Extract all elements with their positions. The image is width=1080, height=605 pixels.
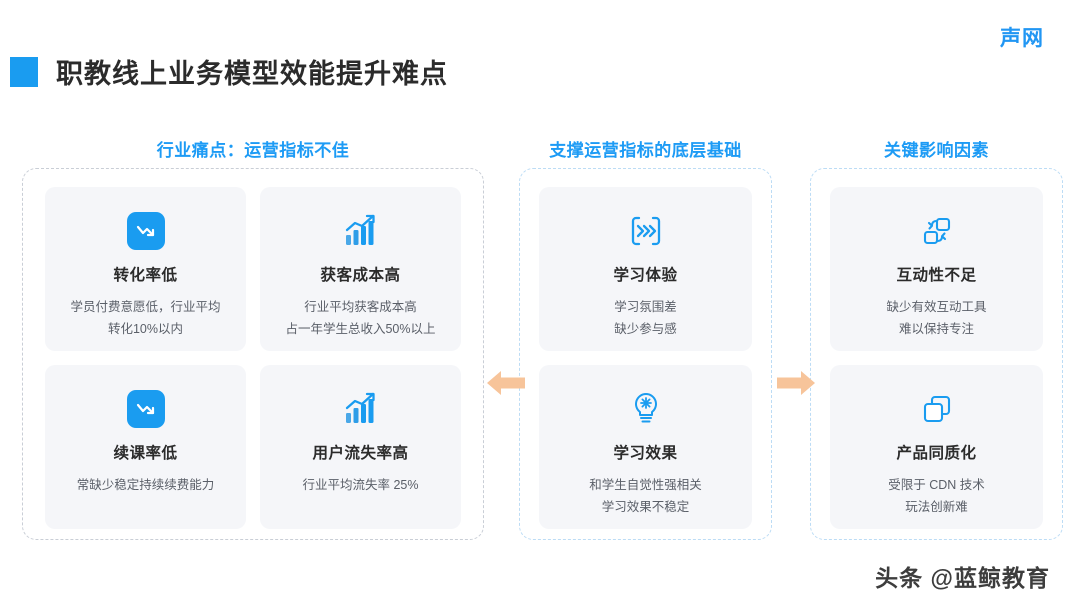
card-desc-line: 转化10%以内 [107, 321, 183, 336]
card-title: 产品同质化 [896, 445, 977, 462]
card-description: 缺少有效互动工具 难以保持专注 [878, 297, 994, 341]
card-desc-line: 行业平均获客成本高 [304, 300, 417, 314]
bar-chart-up-icon [342, 387, 380, 431]
card-interactivity[interactable]: 互动性不足 缺少有效互动工具 难以保持专注 [830, 187, 1043, 351]
card-churn-rate[interactable]: 用户流失率高 行业平均流失率 25% [260, 365, 461, 529]
trend-down-icon [126, 209, 165, 253]
card-product-homogeneity[interactable]: 产品同质化 受限于 CDN 技术 玩法创新难 [830, 365, 1043, 529]
card-desc-line: 难以保持专注 [898, 321, 974, 336]
card-acquisition-cost[interactable]: 获客成本高 行业平均获客成本高 占一年学生总收入50%以上 [260, 187, 461, 351]
arrow-left-icon [484, 365, 528, 401]
card-title: 转化率低 [113, 267, 178, 284]
card-title: 续课率低 [113, 445, 178, 462]
column-foundation: 支撑运营指标的底层基础 学习体验 学习氛围差 缺少参与感 [519, 140, 772, 540]
bar-chart-up-icon [342, 209, 380, 253]
chevrons-stream-icon [627, 209, 665, 253]
card-description: 常缺少稳定持续续费能力 [69, 475, 223, 497]
card-learning-experience[interactable]: 学习体验 学习氛围差 缺少参与感 [539, 187, 752, 351]
page-header: 职教线上业务模型效能提升难点 [10, 52, 448, 91]
card-description: 行业平均流失率 25% [295, 475, 427, 497]
card-title: 学习体验 [613, 267, 678, 284]
page-title: 职教线上业务模型效能提升难点 [56, 59, 448, 89]
card-desc-line: 学习氛围差 [614, 300, 677, 314]
diagram-board: 行业痛点：运营指标不佳 转化率低 学员付费意愿低，行业平均 转化10%以内 [0, 140, 1080, 560]
card-desc-line: 受限于 CDN 技术 [888, 478, 985, 492]
column-heading-key-factors: 关键影响因素 [884, 141, 989, 160]
card-description: 学员付费意愿低，行业平均 转化10%以内 [62, 297, 228, 341]
card-title: 学习效果 [613, 445, 678, 462]
pain-points-container: 转化率低 学员付费意愿低，行业平均 转化10%以内 [22, 168, 484, 540]
card-title: 互动性不足 [896, 267, 977, 284]
card-desc-line: 缺少有效互动工具 [886, 300, 987, 314]
column-key-factors: 关键影响因素 互动性不足 缺少有效互动工具 难以保持专注 [810, 140, 1063, 540]
card-desc-line: 缺少参与感 [614, 321, 677, 336]
card-desc-line: 学员付费意愿低，行业平均 [70, 300, 221, 314]
card-title: 获客成本高 [320, 267, 401, 284]
card-desc-line: 玩法创新难 [905, 499, 968, 514]
card-title: 用户流失率高 [312, 445, 409, 462]
interaction-swap-icon [918, 209, 956, 253]
foundation-container: 学习体验 学习氛围差 缺少参与感 [519, 168, 772, 540]
column-heading-pain-points: 行业痛点：运营指标不佳 [156, 141, 350, 160]
card-desc-line: 占一年学生总收入50%以上 [285, 321, 436, 336]
trend-down-icon [126, 387, 165, 431]
key-factors-container: 互动性不足 缺少有效互动工具 难以保持专注 产品同质化 受限于 CDN 技术 玩… [810, 168, 1063, 540]
brand-logo: 声网 [1000, 27, 1044, 50]
card-description: 受限于 CDN 技术 玩法创新难 [880, 475, 993, 519]
card-conversion-rate[interactable]: 转化率低 学员付费意愿低，行业平均 转化10%以内 [45, 187, 246, 351]
card-description: 学习氛围差 缺少参与感 [606, 297, 685, 341]
arrow-right-icon [774, 365, 818, 401]
watermark: 头条 @蓝鲸教育 [875, 565, 1050, 591]
lightbulb-icon [627, 387, 665, 431]
column-pain-points: 行业痛点：运营指标不佳 转化率低 学员付费意愿低，行业平均 转化10%以内 [22, 140, 484, 540]
card-renewal-rate[interactable]: 续课率低 常缺少稳定持续续费能力 [45, 365, 246, 529]
card-learning-outcome[interactable]: 学习效果 和学生自觉性强相关 学习效果不稳定 [539, 365, 752, 529]
card-desc-line: 学习效果不稳定 [601, 499, 690, 514]
title-marker [10, 56, 38, 87]
card-desc-line: 和学生自觉性强相关 [589, 478, 702, 492]
card-desc-line: 行业平均流失率 25% [302, 478, 419, 492]
card-description: 和学生自觉性强相关 学习效果不稳定 [581, 475, 710, 519]
card-description: 行业平均获客成本高 占一年学生总收入50%以上 [277, 297, 443, 341]
card-desc-line: 常缺少稳定持续续费能力 [76, 478, 215, 492]
duplicate-squares-icon [918, 387, 956, 431]
column-heading-foundation: 支撑运营指标的底层基础 [549, 141, 742, 160]
